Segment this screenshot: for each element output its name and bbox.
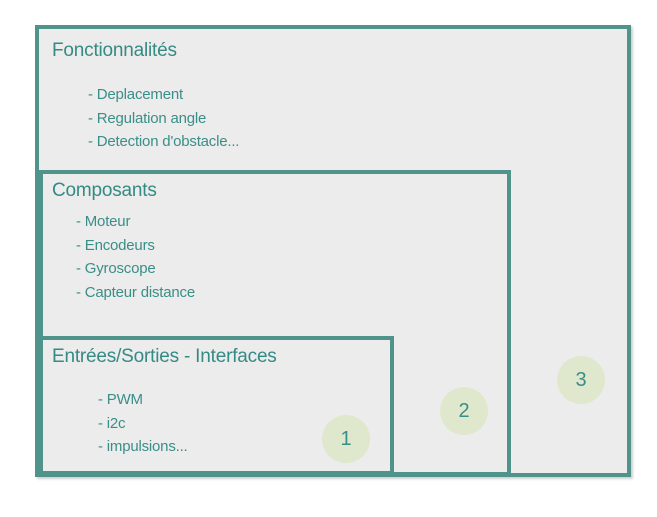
badge-level-2: 2 <box>440 387 488 435</box>
list-item: - Gyroscope <box>76 260 156 278</box>
entrees-sorties-title: Entrées/Sorties - Interfaces <box>52 346 277 367</box>
composants-title: Composants <box>52 180 157 201</box>
badge-level-1: 1 <box>322 415 370 463</box>
list-item: - Encodeurs <box>76 236 155 254</box>
list-item: - Regulation angle <box>88 109 207 127</box>
list-item: - Capteur distance <box>76 284 195 302</box>
list-item: - Deplacement <box>88 86 183 103</box>
badge-level-3: 3 <box>557 356 605 404</box>
list-item: - i2c <box>98 414 126 432</box>
list-item: - impulsions... <box>98 438 188 456</box>
badge-label: 2 <box>458 399 470 422</box>
badge-label: 3 <box>575 368 587 391</box>
fonctionnalites-list: - Deplacement - Regulation angle - Detec… <box>88 83 239 154</box>
fonctionnalites-title: Fonctionnalités <box>52 40 177 61</box>
list-item: - Moteur <box>76 213 131 230</box>
list-item: - PWM <box>98 391 143 408</box>
badge-label: 1 <box>340 427 352 450</box>
composants-list: - Moteur - Encodeurs - Gyroscope - Capte… <box>76 210 195 305</box>
list-item: - Detection d'obstacle... <box>88 133 240 151</box>
entrees-sorties-list: - PWM - i2c - impulsions... <box>98 388 188 459</box>
